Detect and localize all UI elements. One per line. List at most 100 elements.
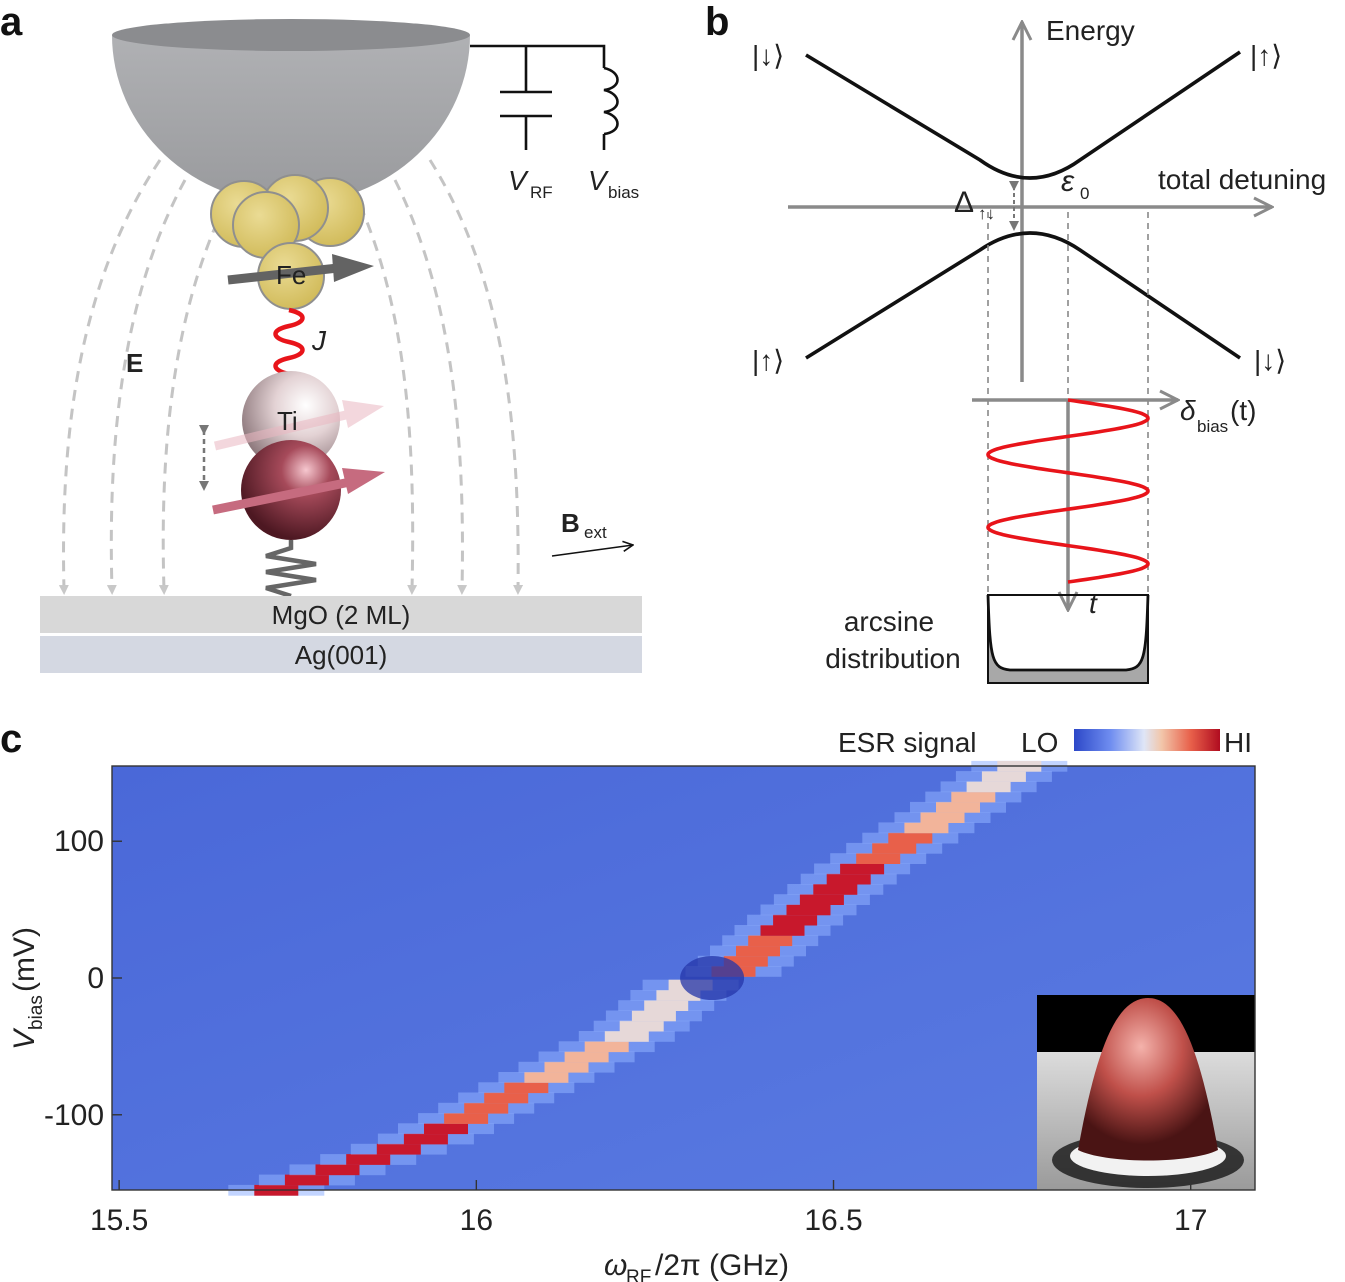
circuit [470, 44, 619, 150]
upper-branch-cell [748, 935, 793, 947]
y-tick-label: 0 [87, 962, 104, 995]
time-label: t [1089, 588, 1098, 619]
epsilon-subscript: 0 [1080, 184, 1089, 203]
upper-branch-cell [951, 791, 996, 803]
b-ext-arrow [551, 545, 633, 557]
stm-tip [112, 35, 470, 204]
x-axis-subscript: RF [626, 1267, 651, 1282]
upper-branch-cell [904, 822, 949, 834]
ag-label: Ag(001) [295, 640, 388, 670]
x-axis-label: ω [604, 1249, 627, 1282]
upper-branch-cell [813, 884, 858, 895]
lower-branch-cell [584, 1041, 629, 1053]
delta-bias-subscript: bias [1197, 417, 1228, 436]
coupling-j-label: J [311, 325, 327, 356]
lower-branch-cell [403, 1133, 448, 1145]
gap-label: Δ [954, 186, 974, 219]
lower-branch-cell [604, 1031, 649, 1042]
electric-field-lines [58, 159, 524, 595]
mgo-label: MgO (2 ML) [272, 600, 411, 630]
v-bias-subscript: bias [608, 183, 639, 202]
inset-peak [1078, 998, 1218, 1161]
heatmap-marks [228, 760, 1068, 1196]
lower-branch-cell [315, 1164, 360, 1176]
upper-branch-cell [773, 914, 818, 926]
lower-energy-band [805, 231, 1242, 360]
mgo-layer [40, 596, 642, 633]
ti-atom [242, 371, 340, 469]
lower-branch-cell [656, 990, 701, 1001]
gap-subscript: ↑↓ [978, 204, 995, 223]
x-tick-label: 16 [460, 1204, 493, 1237]
upper-branch-cell [723, 955, 768, 967]
arcsine-outline [986, 594, 1150, 672]
upper-branch-cell [856, 853, 901, 864]
energy-axis-label: Energy [1046, 15, 1135, 46]
upper-branch-cell [736, 945, 780, 957]
colorbar-lo: LO [1021, 727, 1058, 758]
upper-branch-cell [981, 771, 1026, 782]
lower-branch-cell [346, 1154, 391, 1165]
lower-branch-cell [484, 1092, 529, 1104]
b-ext-subscript: ext [584, 523, 607, 542]
state-down-right: |↓⟩ [1254, 345, 1286, 376]
inset-topograph [1037, 995, 1255, 1190]
exchange-spring [273, 307, 305, 382]
arcsine-label-line2: distribution [825, 643, 960, 674]
y-axis-rest: (mV) [8, 927, 41, 992]
lower-branch-cell [464, 1102, 509, 1114]
epsilon-label: ε [1061, 165, 1075, 198]
panel-label-c: c [0, 717, 22, 761]
panel-label-b: b [705, 0, 729, 44]
arcsine-distribution [988, 595, 1148, 683]
state-up-right: |↑⟩ [1250, 40, 1282, 71]
x-tick-label: 16.5 [804, 1204, 862, 1237]
state-up-left: |↑⟩ [752, 345, 784, 376]
lower-branch-cell [631, 1010, 676, 1022]
upper-branch-cell [760, 925, 805, 936]
x-tick-label: 15.5 [90, 1204, 148, 1237]
fe-spin-arrow [227, 254, 374, 285]
stm-tip-top [112, 19, 470, 51]
bias-modulation-curve [986, 398, 1150, 584]
panel-label-a: a [0, 0, 23, 44]
delta-bias-label: δ [1180, 395, 1196, 426]
y-axis-label: V [8, 1027, 41, 1050]
lower-branch-cell [544, 1061, 589, 1073]
v-bias-label: V [588, 165, 609, 196]
upper-branch-cell [872, 842, 917, 854]
ag-layer [40, 636, 642, 673]
upper-branch-cell [966, 781, 1011, 793]
panel-b: b Energy total detuning |↓⟩ |↑⟩ |↑⟩ |↓⟩ … [705, 0, 1326, 684]
lower-branch-cell [444, 1113, 489, 1124]
upper-energy-band [805, 50, 1242, 180]
gap-center [680, 956, 745, 1000]
state-down-left: |↓⟩ [752, 40, 784, 71]
upper-branch-cell [826, 873, 871, 885]
ti-label: Ti [277, 406, 298, 436]
upper-branch-cell [936, 801, 980, 813]
b-ext-label: B [561, 508, 580, 538]
upper-branch-cell [888, 832, 933, 844]
fe-label: Fe [276, 260, 306, 290]
upper-branch-cell [920, 812, 965, 823]
lower-branch-cell [284, 1174, 329, 1186]
arcsine-frame [987, 594, 1149, 684]
panel-a: a V RF V bias [0, 0, 642, 673]
upper-branch-cell [799, 894, 844, 905]
colorbar-hi: HI [1224, 727, 1252, 758]
oxygen-spin-arrow [212, 468, 385, 515]
lower-branch-cell [524, 1072, 569, 1083]
y-tick-label: -100 [44, 1099, 104, 1132]
tip-apex-atoms [210, 174, 365, 259]
x-tick-label: 17 [1174, 1204, 1207, 1237]
arcsine-label-line1: arcsine [844, 606, 934, 637]
ti-spin-arrow [213, 400, 384, 451]
guide-lines [987, 212, 1149, 598]
lower-branch-cell [424, 1123, 468, 1135]
y-axis-subscript: bias [26, 995, 47, 1030]
lower-branch-cell [504, 1082, 549, 1094]
